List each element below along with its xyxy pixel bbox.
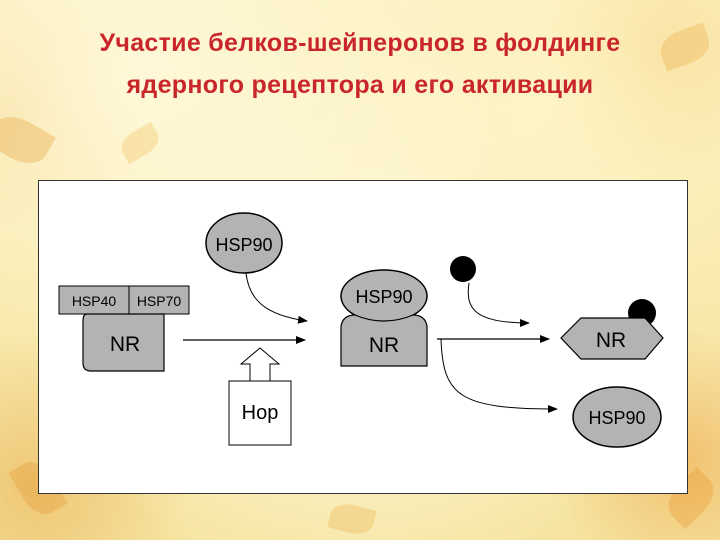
arrow-ligand-binding (467, 282, 530, 327)
hsp90-right-node: HSP90 (572, 386, 662, 448)
hop-up-arrow (239, 347, 281, 382)
hop-node: Hop (228, 380, 292, 446)
diagram-svg: HSP90 HSP40 HSP70 NR Hop HSP90 (58, 212, 664, 448)
title-line-2: ядерного рецептора и его активации (126, 71, 594, 99)
hsp40-label: HSP40 (72, 293, 117, 309)
hsp90-top-label: HSP90 (215, 235, 272, 255)
nr-right-node: NR (560, 317, 664, 360)
nr-left-label: NR (110, 333, 140, 356)
nr-left-node: NR (82, 313, 165, 372)
hsp90-top-node: HSP90 (205, 212, 283, 274)
arrow-hsp90-release (440, 338, 558, 413)
hsp40-node: HSP40 (58, 285, 130, 315)
hsp90-right-label: HSP90 (588, 408, 645, 428)
hsp90-mid-node: HSP90 (340, 269, 428, 323)
hsp70-label: HSP70 (137, 293, 182, 309)
arrow-hsp90-joining (245, 272, 308, 324)
title-line-1: Участие белков-шейперонов в фолдинге (99, 29, 621, 57)
hop-label: Hop (242, 402, 279, 424)
nr-mid-node: NR (340, 314, 428, 367)
hsp90-mid-label: HSP90 (355, 287, 412, 307)
ligand-dot-left (450, 256, 476, 282)
nr-mid-label: NR (369, 334, 399, 357)
slide-title: Участие белков-шейперонов в фолдинге яде… (0, 22, 720, 106)
hsp70-node: HSP70 (128, 285, 190, 315)
diagram-panel: HSP90 HSP40 HSP70 NR Hop HSP90 (38, 180, 688, 494)
nr-right-label: NR (596, 329, 626, 352)
